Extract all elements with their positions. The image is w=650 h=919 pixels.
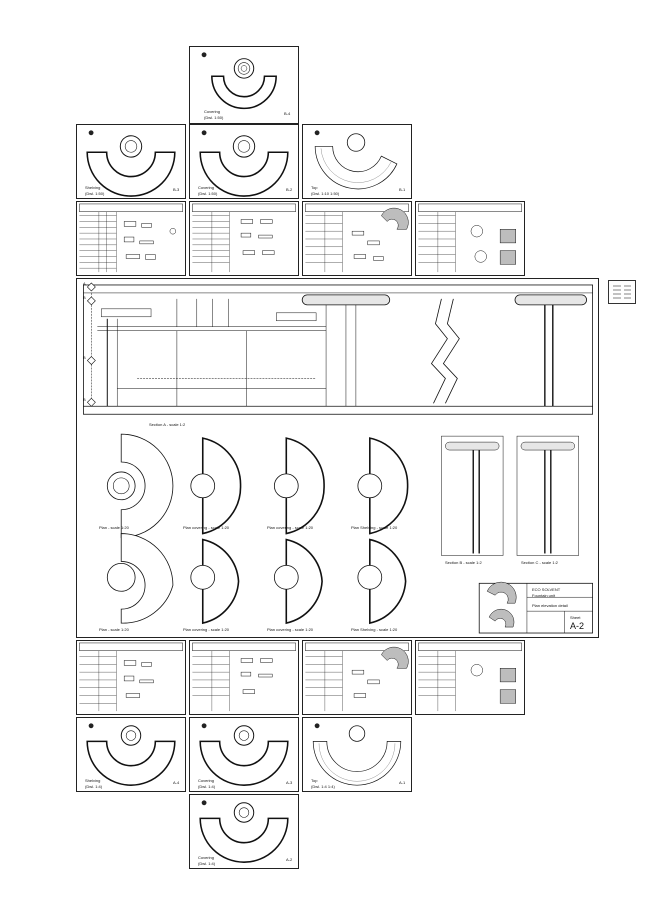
plan-scale: (Dwl. 1:4) [198,784,216,789]
plan-scale: (Dwl. 1:50) [204,115,224,120]
grid-marker: B [83,295,86,300]
plan-id: B-2 [286,187,293,192]
detail-sheet-bottom-2 [189,640,299,715]
plan-id: B-4 [284,111,291,116]
plan-sheet-top-left: Shelving (Dwl. 1:50) B-3 [76,124,186,199]
plan-id: A-4 [173,780,180,785]
fan-plan-drawing [201,52,277,110]
plans-row-1 [106,433,409,538]
detail-sheet-top-2 [189,201,299,276]
detail-sheet-top-4 [415,201,525,276]
plan-label: Plan - scale 1:20 [99,627,129,632]
plan-id: A-2 [286,857,293,862]
plan-caption: Covering [198,855,215,860]
main-drawing-sheet: Section A - scale 1:2 Section B - scale … [76,278,599,638]
plan-sheet-bottom-middle: Covering (Dwl. 1:4) A-3 [189,717,299,792]
sections-b-c [441,435,579,556]
plan-scale: (Dwl. 1:10 1:50) [311,191,340,196]
plan-scale: (Dwl. 1:4) [198,861,216,866]
title-block-number-label: Sheet [570,615,581,620]
detail-sheet-bottom-1 [76,640,186,715]
plan-sheet-top-center: Covering (Dwl. 1:50) B-4 [189,46,299,124]
plan-label: Plan Shelving - scale 1:20 [351,627,398,632]
plan-caption: Top [311,778,318,783]
plan-scale: (Dwl. 1:4) [85,784,103,789]
title-block-project: Fountain unit [532,593,556,598]
plan-id: B-1 [399,187,406,192]
plan-sheet-bottom-left: Shelving (Dwl. 1:4) A-4 [76,717,186,792]
section-a-elevation [83,284,593,415]
plans-row-2 [106,533,407,625]
detail-sheet-top-1 [76,201,186,276]
plan-sheet-bottom-center: Covering (Dwl. 1:4) A-2 [189,794,299,869]
section-c-label: Section C - scale 1:2 [521,560,558,565]
grid-markers [86,282,96,407]
plan-label: Plan covering - scale 1:20 [267,627,314,632]
detail-sheet-bottom-3 [302,640,412,715]
plan-scale: (Dwl. 1:50) [198,191,218,196]
legend-box [608,280,636,304]
plan-sheet-bottom-right: Top (Dwl. 1:4 1:4) A-1 [302,717,412,792]
title-block-drawing: Plan elevation detail [532,603,568,608]
plan-id: B-3 [173,187,180,192]
section-a-label: Section A - scale 1:2 [149,422,186,427]
plan-label: Plan covering - scale 1:20 [267,525,314,530]
grid-marker: B [83,355,86,360]
plan-caption: Covering [198,778,215,783]
plan-id: A-3 [286,780,293,785]
sheet-number: A-2 [570,621,585,631]
section-b-label: Section B - scale 1:2 [445,560,482,565]
plan-caption: Covering [204,109,221,114]
grid-marker: B [83,397,86,402]
plan-label: Plan - scale 1:20 [99,525,129,530]
plan-caption: Covering [198,185,215,190]
detail-sheet-top-3 [302,201,412,276]
plan-label: Plan covering - scale 1:20 [183,525,230,530]
plan-caption: Shelving [85,778,101,783]
plan-sheet-top-right: Top (Dwl. 1:10 1:50) B-1 [302,124,412,199]
plan-label: Plan Shelving - scale 1:20 [351,525,398,530]
plan-scale: (Dwl. 1:50) [85,191,105,196]
grid-marker: A [83,281,86,286]
title-block [478,581,593,634]
plan-id: A-1 [399,780,406,785]
detail-sheet-bottom-4 [415,640,525,715]
plan-caption: Shelving [85,185,101,190]
plan-caption: Top [311,185,318,190]
plan-sheet-top-middle: Covering (Dwl. 1:50) B-2 [189,124,299,199]
plan-scale: (Dwl. 1:4 1:4) [311,784,335,789]
plan-label: Plan covering - scale 1:20 [183,627,230,632]
title-block-firm: ECO SOLVENT [532,587,561,592]
